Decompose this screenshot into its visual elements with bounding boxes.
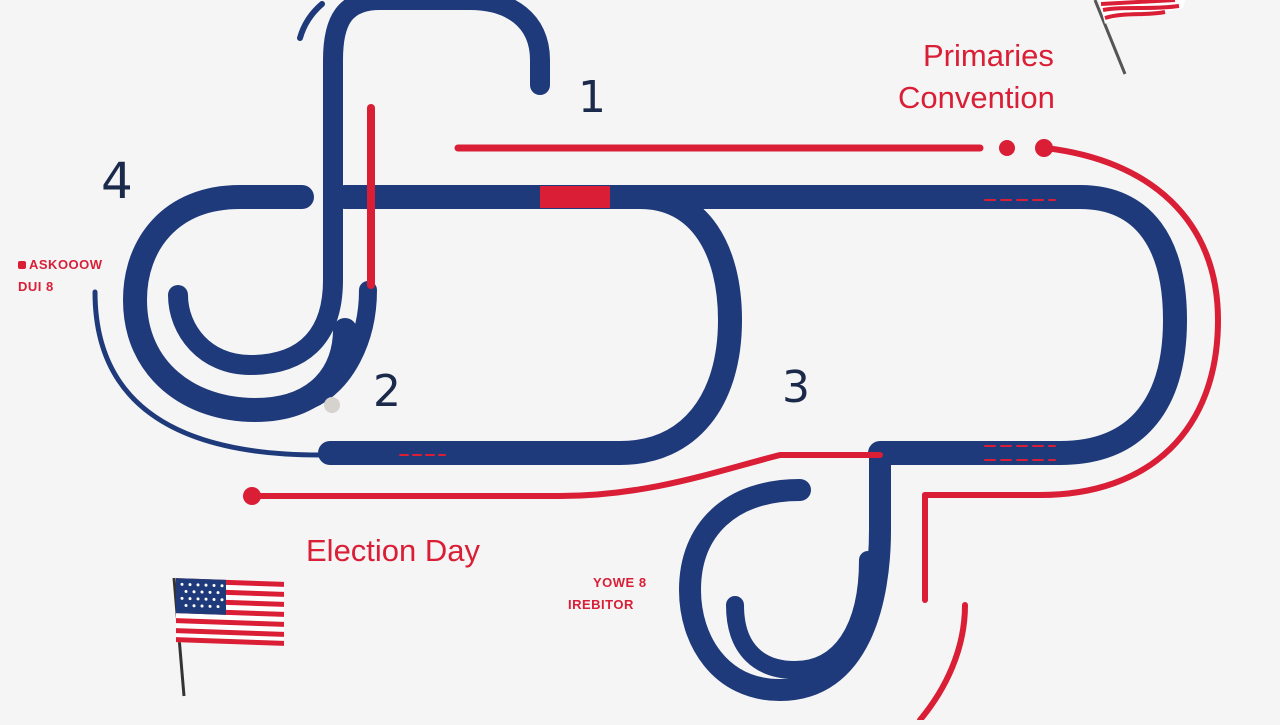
red-dash-mid-right — [984, 445, 1056, 461]
bullet-icon — [18, 261, 26, 269]
navy-bottom-loop — [679, 442, 891, 701]
navy-small-hook — [301, 281, 377, 409]
label-election-day: Election Day — [306, 533, 481, 568]
red-dot-1 — [999, 140, 1015, 156]
step-number-2: 2 — [373, 366, 401, 417]
navy-bottom-hook — [726, 551, 877, 679]
thin-navy-arc-top — [297, 1, 325, 41]
step-number-4: 4 — [101, 152, 133, 210]
gray-dot — [324, 397, 340, 413]
us-flag-icon — [172, 577, 284, 697]
navy-left-loop — [123, 185, 357, 422]
red-bottom-line — [249, 452, 883, 499]
caption-left-line1: ASKOOOW — [18, 258, 103, 271]
red-dot-2 — [1035, 139, 1053, 157]
step-number-1: 1 — [578, 72, 606, 123]
caption-right-line2: IREBITOR — [568, 597, 634, 612]
red-right-arc — [922, 145, 1221, 498]
thin-navy-arc-left — [92, 289, 323, 458]
navy-middle-loop — [318, 185, 742, 465]
step-number-3: 3 — [782, 362, 810, 413]
red-bottom-right-arc — [917, 602, 968, 723]
navy-top-bar — [333, 185, 1187, 465]
navy-hook-stem — [168, 0, 550, 375]
caption-left-line2: DUI 8 — [18, 279, 54, 294]
us-flag-icon — [1093, 0, 1185, 75]
caption-right-line1: YOWE 8 — [593, 575, 647, 590]
label-convention: Convention — [898, 80, 1055, 115]
label-primaries: Primaries — [923, 38, 1054, 73]
red-dot-start — [243, 487, 261, 505]
